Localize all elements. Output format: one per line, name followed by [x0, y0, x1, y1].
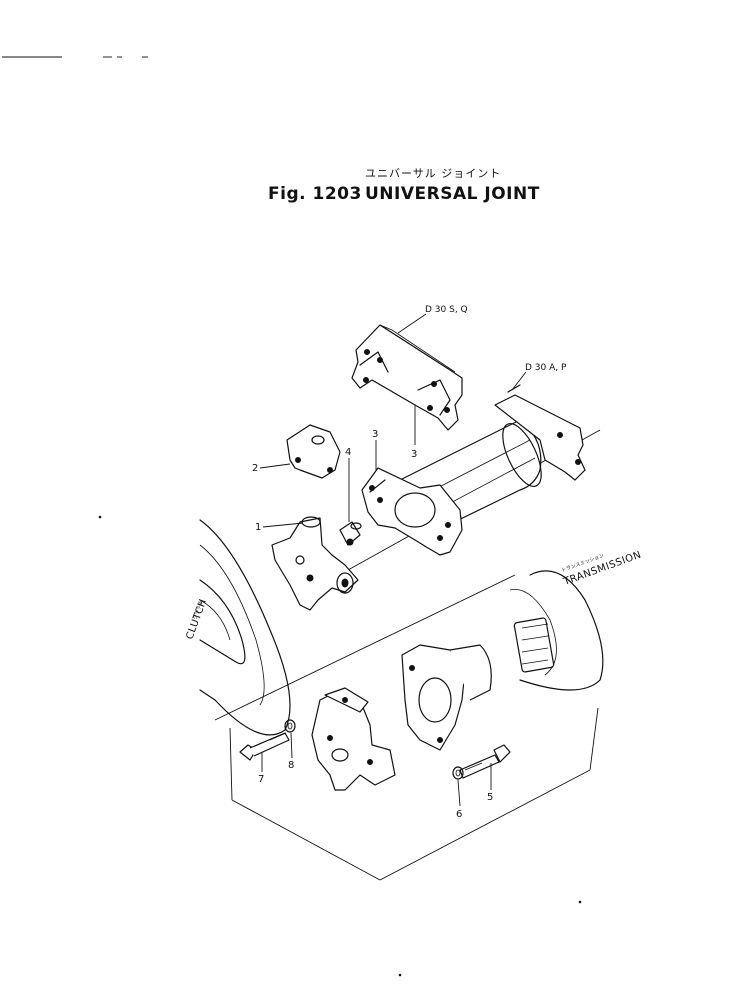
transmission-housing: TRANSMISSION トランスミッション	[509, 549, 643, 691]
callout-6: 6	[456, 809, 462, 820]
shaft-yoke	[361, 467, 463, 556]
callout-7: 7	[258, 774, 264, 785]
callout-8: 8	[288, 760, 294, 771]
bolt-left	[239, 732, 290, 761]
figure-title: UNIVERSAL JOINT	[365, 184, 540, 204]
callout-5: 5	[487, 792, 493, 803]
leader-2	[259, 463, 291, 469]
bolt-right	[459, 744, 511, 779]
leader-variant-upper	[397, 313, 427, 334]
lower-yoke	[401, 644, 492, 751]
leader-6	[457, 779, 461, 807]
lower-spider	[311, 687, 396, 791]
leader-1	[262, 522, 304, 528]
scan-speck	[578, 900, 582, 904]
bearing-cap	[286, 424, 341, 479]
upper-yoke-variant	[351, 324, 463, 431]
scan-speck	[398, 973, 402, 977]
leader-variant-flange	[511, 371, 527, 391]
leader-8	[290, 732, 293, 759]
variant-label-upper-yoke: D 30 S, Q	[425, 305, 468, 315]
callout-2: 2	[252, 463, 258, 474]
scan-speck	[98, 515, 102, 519]
grease-fitting	[339, 521, 362, 546]
callout-4: 4	[345, 447, 351, 458]
title-japanese: ユニバーサル ジョイント	[365, 167, 501, 180]
callout-3-shaft-yoke: 3	[372, 429, 378, 440]
figure-number: Fig. 1203	[268, 184, 362, 204]
washer-right	[452, 766, 464, 780]
washer-left	[284, 719, 296, 733]
upper-spider	[271, 516, 359, 611]
variant-label-flange: D 30 A, P	[525, 363, 567, 373]
callout-1: 1	[255, 522, 261, 533]
callout-3-upper-yoke: 3	[411, 449, 417, 460]
